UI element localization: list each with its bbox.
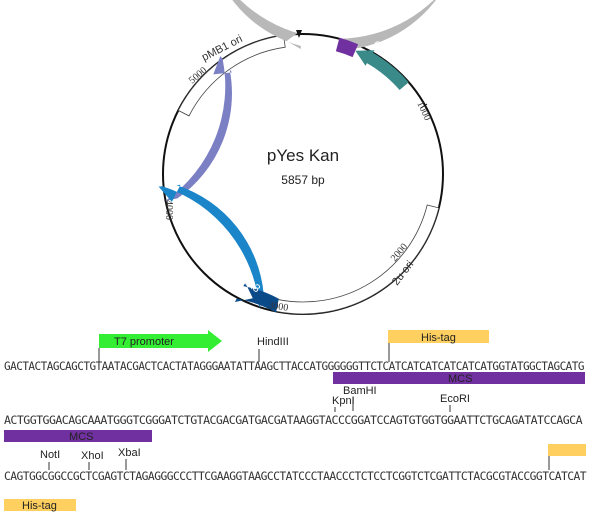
his-tag-label-2: His-tag: [22, 500, 57, 512]
feature-kan[interactable]: [165, 56, 232, 201]
his-tag-bar-2[interactable]: [548, 444, 586, 456]
plasmid-size: 5857 bp: [281, 173, 325, 187]
site-ecori[interactable]: EcoRI: [440, 393, 470, 412]
feature-mcs[interactable]: [335, 37, 359, 58]
mcs-label-1: MCS: [448, 373, 472, 385]
origin-marker-icon: [296, 30, 302, 38]
site-kpni[interactable]: KpnI: [332, 395, 355, 412]
t7-promoter-label: T7 promoter: [114, 336, 174, 348]
his-tag-bar-1[interactable]: [388, 330, 489, 343]
t7-promoter-arrow[interactable]: [99, 330, 222, 352]
tick-4000: 4000: [163, 200, 174, 220]
site-hindiii[interactable]: HindIII: [257, 336, 289, 362]
feature-navy-arrow[interactable]: [234, 282, 279, 313]
site-label-kpni: KpnI: [332, 395, 355, 407]
site-xbai[interactable]: XbaI: [118, 447, 141, 470]
feature-label-kan: Kan: [173, 150, 185, 170]
tick-label-4000: 4000: [163, 200, 174, 220]
site-xhoi[interactable]: XhoI: [81, 450, 104, 470]
site-label-xbai: XbaI: [118, 447, 141, 459]
sequence-line-3: CAGTGGCGGCCGCTCGAGTCTAGAGGGCCCTTCGAAGGTA…: [4, 470, 587, 483]
sequence-line-1: GACTACTAGCAGCTGTAATACGACTCACTATAGGGAATAT…: [4, 360, 585, 373]
site-noti[interactable]: NotI: [40, 449, 60, 470]
mcs-bar-1[interactable]: [333, 372, 585, 384]
his-tag-bar-3[interactable]: [4, 499, 76, 511]
tick-1000: 1000: [414, 100, 432, 123]
tick-label-1000: 1000: [414, 100, 432, 123]
mcs-bar-2[interactable]: [4, 430, 152, 442]
sequence-line-2: ACTGGTGGACAGCAAATGGGTCGGGATCTGTACGACGATG…: [4, 414, 583, 427]
site-label-hindiii: HindIII: [257, 336, 289, 348]
feature-gal1[interactable]: [355, 50, 409, 90]
mcs-label-2: MCS: [69, 431, 93, 443]
tick-label-3000: 3000: [268, 300, 289, 314]
his-tag-label-1: His-tag: [421, 332, 456, 344]
feature-label-mcs: MCS: [342, 21, 368, 36]
site-label-xhoi: XhoI: [81, 450, 104, 462]
site-label-noti: NotI: [40, 449, 60, 461]
site-label-bamhi: BamHI: [343, 385, 377, 397]
site-label-ecori: EcoRI: [440, 393, 470, 405]
site-bamhi[interactable]: BamHI: [343, 385, 377, 411]
tick-3000: 3000: [268, 300, 289, 314]
feature-2u-ori[interactable]: [273, 204, 440, 315]
feature-pmb1-ori[interactable]: [177, 34, 286, 117]
feature-ura3[interactable]: [158, 184, 264, 309]
feature-grey-arrow[interactable]: [197, 0, 477, 51]
plasmid-name: pYes Kan: [267, 146, 339, 165]
